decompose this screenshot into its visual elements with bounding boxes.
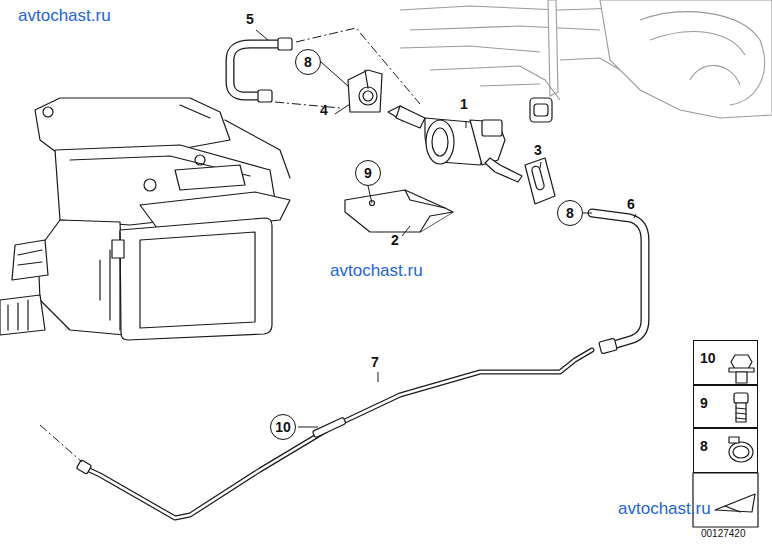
callout-number: 10 [700,350,716,366]
callout-circle: 8 [557,200,583,226]
callout-circle: 9 [355,160,381,186]
hardware-cell: 10 [693,340,758,385]
part-number: 4 [320,103,328,117]
hose-5 [230,38,292,102]
watermark: avtochast.ru [618,500,711,517]
bracket-3 [525,158,555,204]
callout-circle: 8 [295,49,321,75]
hardware-cell: 8 [693,428,758,473]
part-number: 3 [534,143,542,157]
leader-lines [256,30,636,427]
drawing-number: 00127420 [701,529,746,539]
part-number: 1 [460,97,468,111]
callout-number: 8 [700,438,708,454]
part-number: 2 [391,233,399,247]
part-number: 5 [246,12,254,26]
hose-6 [592,213,645,354]
assembly-line [296,28,420,104]
plate-2 [345,190,453,232]
callout-number: 9 [700,395,708,411]
part-number: 6 [627,197,635,211]
heater-unit [0,98,290,340]
part-number: 7 [371,355,379,369]
watermark: avtochast.ru [18,7,111,24]
pipe-7 [76,350,592,518]
callout-number: 10 [275,420,291,434]
callout-number: 8 [304,55,312,69]
background-structure [400,0,772,122]
callout-number: 8 [566,206,574,220]
bracket-4 [348,70,382,112]
watermark: avtochast.ru [330,262,423,279]
assembly-line [275,102,340,108]
callout-number: 9 [364,166,372,180]
hardware-cell: 9 [693,385,758,428]
callout-circle: 10 [270,414,296,440]
pump-1 [388,106,522,182]
assembly-line [40,425,82,462]
